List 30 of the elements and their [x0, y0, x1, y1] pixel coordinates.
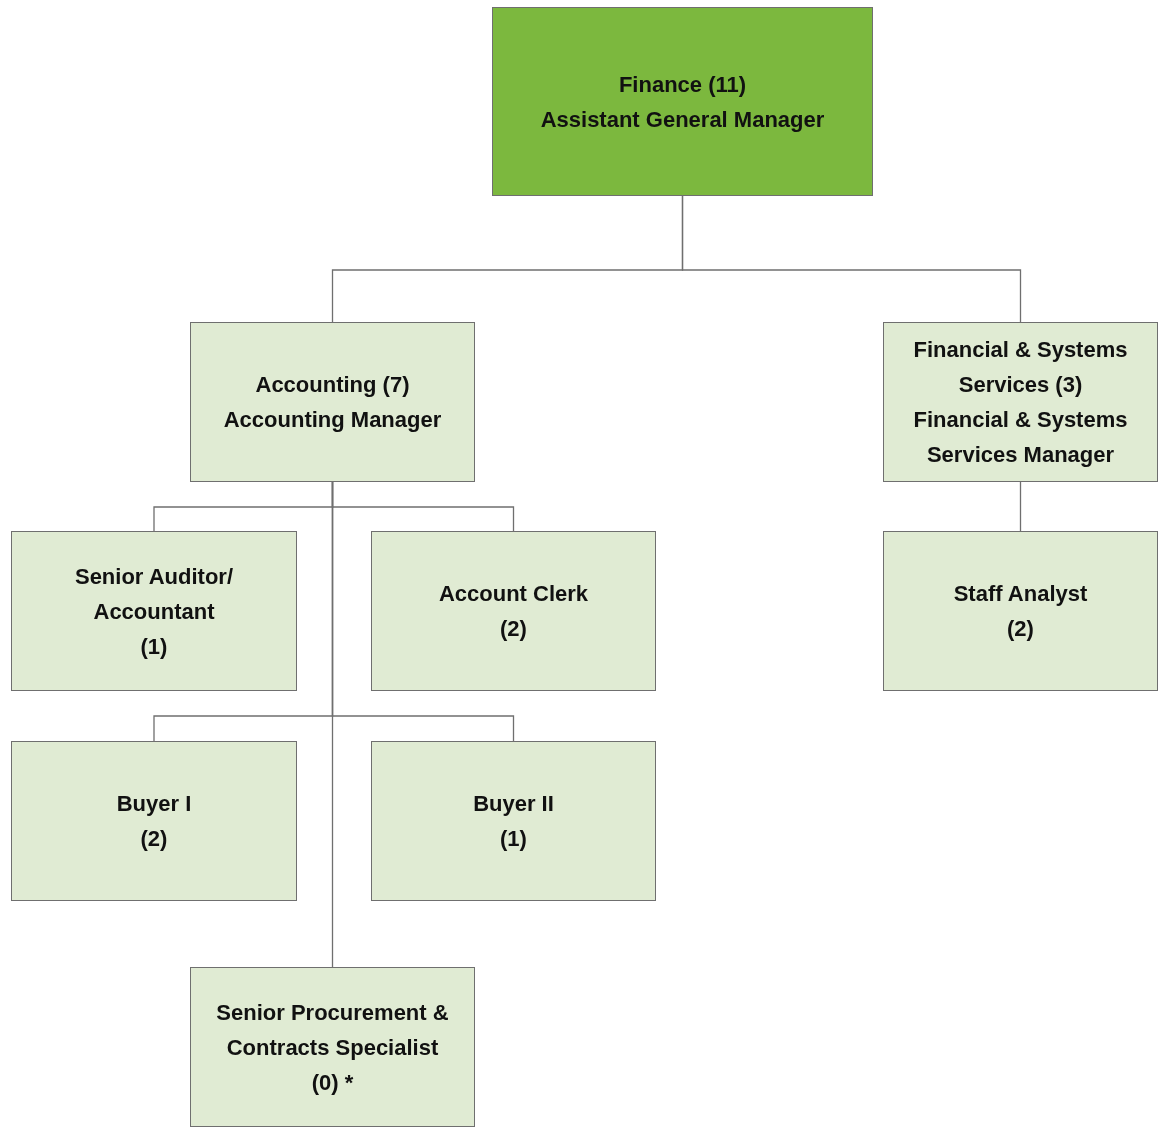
position-box [371, 531, 656, 691]
node-title: Finance (11) [618, 70, 747, 99]
node-subtitle: (1) [500, 825, 527, 853]
node-title: Buyer II [473, 790, 554, 818]
position-box [371, 741, 656, 901]
connector-line [1019, 481, 1022, 532]
node-title: Account Clerk [438, 580, 589, 608]
node-subtitle: (0) * [311, 1068, 354, 1097]
node-subtitle: (2) [1007, 615, 1034, 643]
position-box [11, 531, 297, 691]
position-box [190, 322, 475, 482]
node-title: Senior Procurement & Contracts Specialist [215, 998, 450, 1062]
position-box [883, 531, 1158, 691]
department-box [492, 7, 873, 196]
position-box [11, 741, 297, 901]
connector-line [331, 481, 334, 968]
node-title: Staff Analyst [953, 580, 1088, 608]
node-subtitle: Accounting Manager [223, 406, 442, 434]
node-subtitle: Financial & Systems Services Manager [912, 406, 1129, 469]
position-box [190, 967, 475, 1127]
node-subtitle: (1) [140, 632, 168, 661]
node-subtitle: (2) [140, 825, 168, 853]
node-title: Financial & Systems Services (3) [912, 336, 1129, 399]
node-subtitle: (2) [500, 615, 527, 643]
connector-line [681, 195, 1022, 323]
node-title: Accounting (7) [255, 371, 410, 399]
node-title: Buyer I [116, 790, 192, 818]
node-subtitle: Assistant General Manager [540, 105, 825, 134]
position-box [883, 322, 1158, 482]
node-title: Senior Auditor/ Accountant [73, 562, 235, 626]
